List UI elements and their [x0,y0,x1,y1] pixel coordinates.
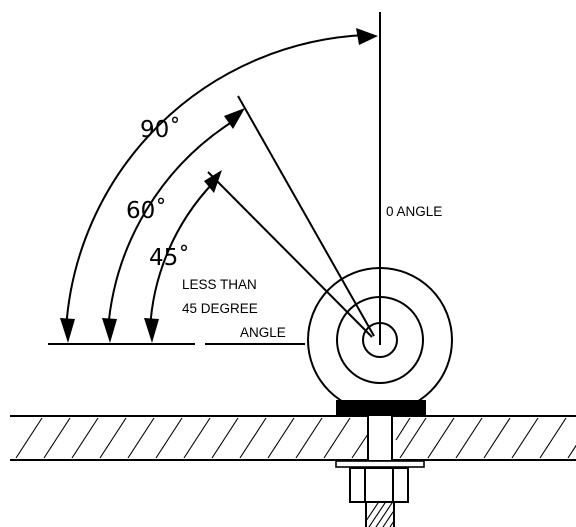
label-45-degrees: 45˚ [149,244,190,271]
forty-five-degree-line [207,171,373,338]
hex-nut [349,467,409,503]
label-less-than-line2: 45 DEGREE [182,301,258,316]
bolt-threaded-end [365,502,395,527]
arrowhead-60-bottom [102,318,117,343]
eye-bolt-shoulder [336,400,426,416]
eye-bolt-middle-ring [336,296,424,384]
sixty-degree-line [237,95,375,337]
washer [335,460,425,468]
arrowhead-60-top [224,108,245,129]
arrowhead-90-top [356,28,378,45]
arc-ninety-degrees [65,34,367,331]
mounting-plate [10,415,576,461]
arrowhead-45-top [204,170,222,193]
label-less-than-line1: LESS THAN [182,277,257,292]
label-zero-angle: 0 ANGLE [386,204,442,219]
label-less-than-line3: ANGLE [240,325,286,340]
arc-forty-five-degrees [149,182,214,331]
arrowhead-90-bottom [60,318,75,343]
arc-sixty-degrees [107,119,236,331]
label-90-degrees: 90˚ [140,116,181,143]
bolt-shank [368,416,392,460]
eye-bolt-inner-ring [362,322,398,358]
arrowhead-45-bottom [144,318,159,343]
label-60-degrees: 60˚ [126,197,167,224]
